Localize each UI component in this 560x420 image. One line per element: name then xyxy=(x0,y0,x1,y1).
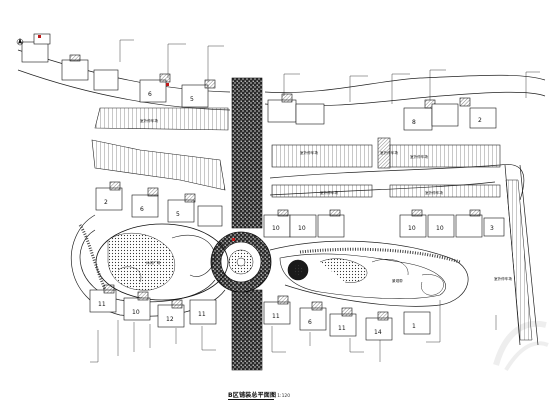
logo-watermark-icon xyxy=(493,320,549,372)
west-garden xyxy=(78,223,229,301)
bnum-nl-1: 5 xyxy=(190,96,194,103)
buildings-north-right xyxy=(267,93,497,131)
bnum-ll-3: 11 xyxy=(198,311,206,318)
bnum-mr-3: 10 xyxy=(436,225,444,232)
bnum-ll-0: 11 xyxy=(98,301,106,308)
bnum-nr-1: 2 xyxy=(478,117,482,124)
bnum-lr-4: 1 xyxy=(412,323,416,330)
bnum-ll-2: 12 xyxy=(166,316,174,323)
bnum-mr-1: 10 xyxy=(298,225,306,232)
label-parking-ul: 室外停车场 xyxy=(140,118,158,123)
label-parking-ur-a: 室外停车场 xyxy=(300,150,318,155)
bnum-lr-2: 11 xyxy=(338,325,346,332)
building-numbers: 6 5 8 2 2 6 5 10 10 10 10 3 11 10 12 11 … xyxy=(98,91,494,336)
east-garden xyxy=(279,247,461,299)
bnum-ll-1: 10 xyxy=(132,309,140,316)
parking-upper-left xyxy=(91,107,229,191)
red-markers xyxy=(38,35,235,241)
bnum-nr-0: 8 xyxy=(412,119,416,126)
buildings-lower-right xyxy=(263,295,431,341)
bnum-mr-4: 3 xyxy=(490,225,494,232)
parking-upper-right xyxy=(271,137,501,169)
drawing-scale: 1:120 xyxy=(277,394,291,399)
label-parking-lower-a: 室外停车场 xyxy=(320,190,338,195)
title-underline xyxy=(228,399,274,400)
drawing-title-block: B区铺装总平面图1:120 xyxy=(228,390,338,402)
central-circular-plaza xyxy=(210,231,272,293)
label-parking-east: 室外停车场 xyxy=(494,276,512,281)
bnum-lr-3: 14 xyxy=(374,329,382,336)
buildings-middle-left xyxy=(95,181,223,227)
bnum-nl-0: 6 xyxy=(148,91,152,98)
north-arrow-icon xyxy=(16,38,24,46)
buildings-north-left xyxy=(21,33,216,108)
bnum-mr-2: 10 xyxy=(408,225,416,232)
bnum-lr-0: 11 xyxy=(272,313,280,320)
bnum-ml-2: 5 xyxy=(176,211,180,218)
label-parking-ur-c: 室外停车场 xyxy=(410,154,428,159)
central-paved-axis xyxy=(231,77,263,371)
bnum-mr-0: 10 xyxy=(272,225,280,232)
buildings-lower-left xyxy=(89,284,217,328)
label-parking-ur-b: 室外停车场 xyxy=(380,150,398,155)
bnum-lr-1: 6 xyxy=(308,319,312,326)
leader-lines xyxy=(90,39,540,363)
area-labels: 室外停车场 室外停车场 室外停车场 室外停车场 室外停车场 室外停车场 室外停车… xyxy=(140,118,512,283)
buildings-middle-right xyxy=(263,209,505,238)
parking-lower-strip xyxy=(271,184,501,198)
bnum-ml-0: 2 xyxy=(104,199,108,206)
label-parking-lower-b: 室外停车场 xyxy=(425,190,443,195)
drawing-title: B区铺装总平面图 xyxy=(228,392,277,399)
label-west-garden: 休闲广场 xyxy=(146,260,161,265)
parking-east-strip xyxy=(505,179,533,341)
bnum-ml-1: 6 xyxy=(140,206,144,213)
label-east-garden: 景观带 xyxy=(392,278,403,283)
